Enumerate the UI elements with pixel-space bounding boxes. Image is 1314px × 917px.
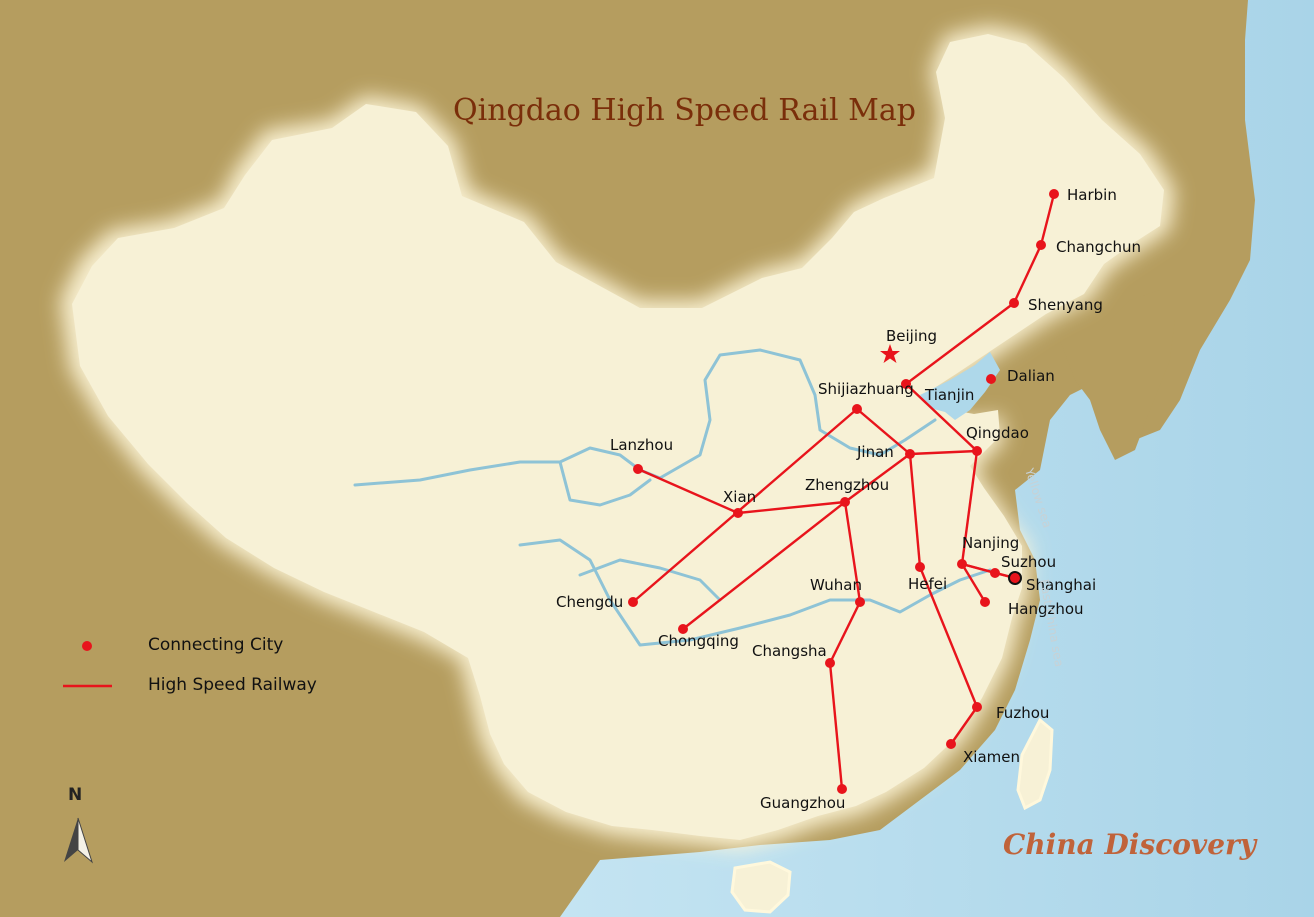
yangtze-river (518, 538, 992, 647)
city-dot-tianjin (901, 379, 911, 389)
city-label-hefei: Hefei (908, 575, 947, 593)
city-label-hangzhou: Hangzhou (1008, 600, 1084, 618)
city-label-shanghai: Shanghai (1026, 576, 1096, 594)
legend-city-dot-icon (82, 641, 92, 651)
city-label-nanjing: Nanjing (962, 534, 1019, 552)
city-label-chongqing: Chongqing (658, 632, 739, 650)
city-dot-xiamen (946, 739, 956, 749)
bohai-sea (920, 352, 1000, 420)
city-dot-wuhan (855, 597, 865, 607)
city-dot-hefei (915, 562, 925, 572)
city-label-capital: Beijing (886, 327, 937, 345)
rail-shijiazhuang-chengdu (632, 408, 858, 603)
shanghai-marker-icon (1008, 571, 1022, 585)
city-label-changchun: Changchun (1056, 238, 1141, 256)
river-branch (578, 558, 722, 602)
legend-railway-label: High Speed Railway (148, 675, 317, 695)
yellow-river (353, 348, 937, 487)
city-dot-xian (733, 508, 743, 518)
city-dot-hangzhou (980, 597, 990, 607)
north-arrow-label: N (68, 785, 82, 805)
north-arrow: N (64, 785, 94, 864)
city-label-harbin: Harbin (1067, 186, 1117, 204)
city-dot-shenyang (1009, 298, 1019, 308)
rail-zhengzhou-chongqing (682, 501, 846, 630)
city-dot-chongqing (678, 624, 688, 634)
rail-harbin-changchun (1039, 193, 1056, 246)
city-label-shenyang: Shenyang (1028, 296, 1103, 314)
sea-area (560, 0, 1314, 917)
rail-zhengzhou-wuhan (843, 501, 862, 603)
rail-nanjing-shanghai (961, 562, 1016, 580)
city-dot-suzhou (990, 568, 1000, 578)
railway-lines (632, 193, 1056, 790)
city-dot-chengdu (628, 597, 638, 607)
rail-wuhan-changsha (828, 601, 862, 664)
rail-lanzhou-xian (637, 467, 739, 515)
city-label-chengdu: Chengdu (556, 593, 623, 611)
north-arrow-left-icon (64, 818, 78, 862)
city-label-xiamen: Xiamen (963, 748, 1020, 766)
city-dot-changsha (825, 658, 835, 668)
city-label-qingdao: Qingdao (966, 424, 1029, 442)
legend-city-label: Connecting City (148, 635, 283, 655)
city-label-xian: Xian (723, 488, 756, 506)
legend: Connecting City High Speed Railway (63, 635, 317, 695)
rail-tianjin-qingdao (905, 383, 978, 452)
north-arrow-right-icon (77, 817, 94, 864)
rail-hefei-fuzhou (918, 566, 979, 708)
city-label-zhengzhou: Zhengzhou (805, 476, 889, 494)
city-label-lanzhou: Lanzhou (610, 436, 673, 454)
city-dots (628, 189, 1059, 794)
rail-qingdao-jinan (909, 449, 978, 456)
city-dot-zhengzhou (840, 497, 850, 507)
city-labels: Beijing Harbin Changchun Shenyang Dalian… (556, 186, 1141, 812)
city-dot-changchun (1036, 240, 1046, 250)
rail-changsha-guangzhou (828, 662, 844, 790)
city-dot-guangzhou (837, 784, 847, 794)
rail-nanjing-hangzhou (960, 563, 987, 603)
city-label-suzhou: Suzhou (1001, 553, 1056, 571)
taiwan-land (1016, 717, 1054, 811)
korea-land (1060, 290, 1175, 460)
city-label-shijiazhuang: Shijiazhuang (818, 380, 914, 398)
city-dot-qingdao (972, 446, 982, 456)
capital-star-icon (880, 344, 900, 363)
hainan-land (730, 860, 792, 914)
city-dot-lanzhou (633, 464, 643, 474)
rail-shenyang-tianjin (905, 302, 1015, 385)
rail-jinan-zhengzhou (844, 453, 911, 503)
city-dot-shijiazhuang (852, 404, 862, 414)
city-dot-harbin (1049, 189, 1059, 199)
brand-watermark: China Discovery (1003, 828, 1258, 861)
rail-xian-zhengzhou (737, 500, 846, 515)
river-loop (558, 460, 652, 507)
map-title: Qingdao High Speed Rail Map (453, 93, 916, 128)
city-label-changsha: Changsha (752, 642, 827, 660)
rail-changchun-shenyang (1012, 244, 1043, 304)
city-label-jinan: Jinan (856, 443, 894, 461)
rivers (353, 348, 992, 647)
rail-fuzhou-xiamen (950, 706, 978, 745)
city-label-guangzhou: Guangzhou (760, 794, 845, 812)
city-dot-jinan (905, 449, 915, 459)
rail-jinan-shijiazhuang (856, 408, 911, 455)
city-dot-nanjing (957, 559, 967, 569)
city-label-fuzhou: Fuzhou (996, 704, 1049, 722)
rail-jinan-hefei (908, 453, 922, 568)
city-label-wuhan: Wuhan (810, 576, 862, 594)
china-land (72, 34, 1164, 840)
city-label-tianjin: Tianjin (924, 386, 974, 404)
rail-qingdao-nanjing (960, 450, 979, 565)
city-label-dalian: Dalian (1007, 367, 1055, 385)
city-dot-fuzhou (972, 702, 982, 712)
city-dot-dalian (986, 374, 996, 384)
